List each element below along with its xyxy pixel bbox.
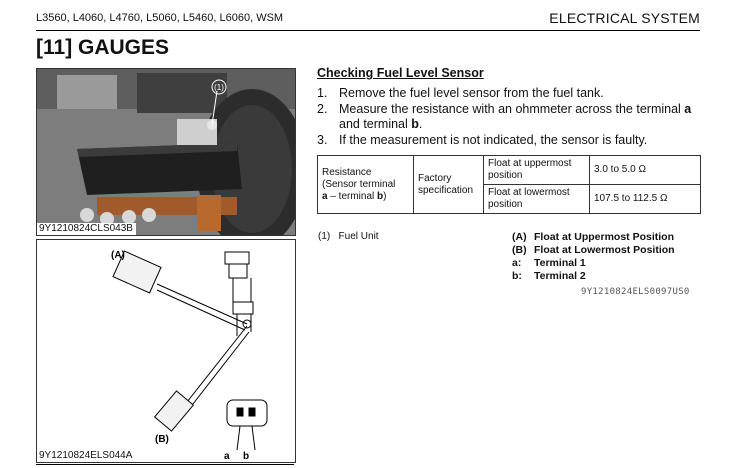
procedure-title: Checking Fuel Level Sensor <box>317 66 484 80</box>
legend-item: (B)Float at Lowermost Position <box>512 244 675 256</box>
document-code: 9Y1210824ELS0097US0 <box>581 287 690 297</box>
header-section: ELECTRICAL SYSTEM <box>549 10 700 26</box>
legend-item: b:Terminal 2 <box>512 270 586 282</box>
label-float-uppermost: (A) <box>111 250 125 261</box>
spec-value-cell: 107.5 to 112.5 Ω <box>589 184 701 214</box>
legend-diagram: (A)Float at Uppermost Position (B)Float … <box>512 231 675 283</box>
fuel-sensor-float-diagram: (A) (B) a b 9Y1210824ELS044A <box>36 239 296 463</box>
spec-item-cell: Resistance (Sensor terminal a – terminal… <box>317 155 414 214</box>
fuel-unit-photo: (1) 9Y1210824CLS043B <box>36 68 296 236</box>
step-text: If the measurement is not indicated, the… <box>339 132 648 147</box>
table-row: Float at lowermost position 107.5 to 112… <box>318 184 701 214</box>
label-float-lowermost: (B) <box>155 434 169 445</box>
procedure-step: 3. If the measurement is not indicated, … <box>317 133 703 149</box>
spec-condition-cell: Float at lowermost position <box>483 184 590 214</box>
procedure-step: 1. Remove the fuel level sensor from the… <box>317 86 703 102</box>
spec-condition-cell: Float at uppermost position <box>483 155 590 185</box>
spec-value-cell: 3.0 to 5.0 Ω <box>589 155 701 185</box>
step-text: Remove the fuel level sensor from the fu… <box>339 86 604 100</box>
step-number: 1. <box>317 86 328 100</box>
spec-type-cell: Factory specification <box>413 155 484 214</box>
procedure-steps: 1. Remove the fuel level sensor from the… <box>317 86 703 148</box>
legend-item: a:Terminal 1 <box>512 257 586 269</box>
legend-item: (A)Float at Uppermost Position <box>512 231 675 243</box>
procedure-step: 2. Measure the resistance with an ohmmet… <box>317 102 703 133</box>
label-terminal-b: b <box>243 451 249 462</box>
section-title: [11] GAUGES <box>36 36 170 59</box>
step-text: Measure the resistance with an ohmmeter … <box>339 101 692 132</box>
bottom-divider <box>36 464 294 465</box>
float-diagram-drawing: (A) (B) a b <box>111 250 268 462</box>
photo-figure-id: 9Y1210824CLS043B <box>37 223 136 235</box>
diagram-figure-id: 9Y1210824ELS044A <box>37 450 136 462</box>
step-number: 3. <box>317 132 328 147</box>
photo-callout-1: (1) <box>214 83 224 92</box>
step-number: 2. <box>317 101 328 116</box>
legend-fuel-unit: (1) Fuel Unit <box>318 231 379 242</box>
fuel-unit-photo-illustration: (1) <box>37 69 295 235</box>
label-terminal-a: a <box>224 451 230 462</box>
header-divider <box>36 30 700 31</box>
table-row: Resistance (Sensor terminal a – terminal… <box>317 155 701 214</box>
header-models: L3560, L4060, L4760, L5060, L5460, L6060… <box>36 12 284 24</box>
specification-table: Resistance (Sensor terminal a – terminal… <box>317 155 701 214</box>
